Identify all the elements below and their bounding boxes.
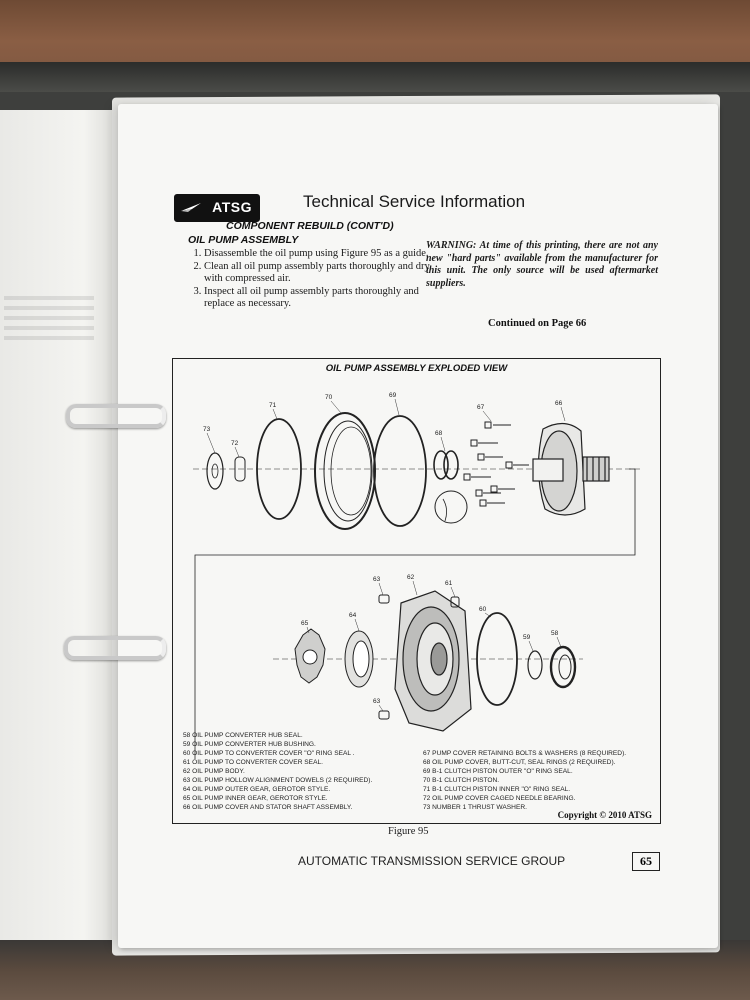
page-title: Technical Service Information (303, 192, 526, 211)
footer-organization: AUTOMATIC TRANSMISSION SERVICE GROUP (298, 854, 566, 868)
part-71-inner-o-ring (256, 418, 302, 520)
part-63-dowel (378, 594, 390, 604)
callout-71: 71 (269, 402, 277, 409)
procedure-step: Disassemble the oil pump using Figure 95… (204, 248, 434, 261)
callout-68: 68 (435, 430, 443, 437)
part-70-clutch-piston (314, 412, 376, 530)
part-58-hub-seal (549, 645, 577, 689)
procedure-steps: Disassemble the oil pump using Figure 95… (188, 248, 434, 311)
page-number: 65 (632, 852, 660, 871)
parts-list-item: 59 OIL PUMP CONVERTER HUB BUSHING. (183, 741, 316, 748)
warning-note: WARNING: At time of this printing, there… (426, 240, 658, 289)
figure-box: OIL PUMP ASSEMBLY EXPLODED VIEW (172, 358, 661, 824)
callout-61: 61 (445, 580, 453, 587)
callout-63: 63 (373, 576, 381, 583)
parts-list-item: 70 B-1 CLUTCH PISTON. (423, 777, 500, 784)
part-68-seal-rings (433, 450, 449, 480)
continued-note: Continued on Page 66 (488, 318, 587, 329)
binder-rim (0, 62, 750, 92)
callout-65: 65 (301, 620, 309, 627)
parts-list-item: 66 OIL PUMP COVER AND STATOR SHAFT ASSEM… (183, 804, 353, 811)
binder-ring-lower (64, 636, 166, 660)
parts-list-left: 58 OIL PUMP CONVERTER HUB SEAL. 59 OIL P… (183, 731, 372, 812)
section-subheading: OIL PUMP ASSEMBLY (188, 234, 299, 246)
parts-list-item: 58 OIL PUMP CONVERTER HUB SEAL. (183, 732, 303, 739)
binder-ring-upper (66, 404, 166, 428)
part-72-needle-bearing (234, 456, 246, 482)
callout-64: 64 (349, 612, 357, 619)
parts-list-item: 73 NUMBER 1 THRUST WASHER. (423, 804, 527, 811)
copyright-notice: Copyright © 2010 ATSG (557, 810, 652, 820)
part-69-outer-o-ring (373, 415, 427, 527)
manual-page: ATSG Technical Service Information COMPO… (118, 104, 718, 948)
exploded-view-diagram: 73 72 71 70 69 68 67 66 65 64 63 62 61 6… (193, 392, 643, 759)
parts-list-item: 67 PUMP COVER RETAINING BOLTS & WASHERS … (423, 750, 627, 757)
parts-list-item: 64 OIL PUMP OUTER GEAR, GEROTOR STYLE. (183, 786, 331, 793)
parts-list-item: 71 B-1 CLUTCH PISTON INNER "O" RING SEAL… (423, 786, 571, 793)
part-60-o-ring (476, 612, 518, 706)
parts-list-item: 72 OIL PUMP COVER CAGED NEEDLE BEARING. (423, 795, 576, 802)
atsg-logo-text: ATSG (212, 199, 252, 215)
callout-73: 73 (203, 426, 211, 433)
part-63-dowel (378, 710, 390, 720)
parts-list-item: 69 B-1 CLUTCH PISTON OUTER "O" RING SEAL… (423, 768, 573, 775)
part-73-thrust-washer (206, 452, 224, 490)
parts-list-item: 60 OIL PUMP TO CONVERTER COVER "O" RING … (183, 750, 355, 757)
callout-60: 60 (479, 606, 487, 613)
part-64-outer-gear (344, 630, 374, 688)
callout-72: 72 (231, 440, 239, 447)
atsg-logo-mark-icon (181, 203, 201, 212)
callout-67: 67 (477, 404, 485, 411)
figure-title: OIL PUMP ASSEMBLY EXPLODED VIEW (325, 363, 508, 374)
procedure-step: Clean all oil pump assembly parts thorou… (204, 261, 434, 286)
parts-list-item: 61 OIL PUMP TO CONVERTER COVER SEAL. (183, 759, 323, 766)
connector-line (194, 468, 636, 759)
parts-list-right: 67 PUMP COVER RETAINING BOLTS & WASHERS … (423, 749, 626, 812)
part-65-inner-gear (294, 628, 326, 684)
figure-caption: Figure 95 (388, 826, 429, 837)
section-heading: COMPONENT REBUILD (CONT'D) (226, 220, 394, 232)
part-67-bolts (463, 421, 529, 507)
left-page-bleed-through (4, 290, 94, 350)
parts-list-item: 62 OIL PUMP BODY. (183, 768, 245, 775)
left-page (0, 110, 120, 940)
callout-69: 69 (389, 392, 397, 399)
part-66-pump-cover (532, 422, 610, 516)
callout-63-lower: 63 (373, 698, 381, 705)
procedure-step: Inspect all oil pump assembly parts thor… (204, 286, 434, 311)
callout-70: 70 (325, 394, 333, 401)
callout-58: 58 (551, 630, 559, 637)
callout-62: 62 (407, 574, 415, 581)
part-62-pump-body (394, 590, 472, 732)
atsg-logo: ATSG (174, 194, 260, 222)
callout-66: 66 (555, 400, 563, 407)
parts-list-item: 68 OIL PUMP COVER, BUTT-CUT, SEAL RINGS … (423, 759, 616, 766)
parts-list-item: 65 OIL PUMP INNER GEAR, GEROTOR STYLE. (183, 795, 328, 802)
part-59-bushing (527, 650, 543, 680)
parts-list-item: 63 OIL PUMP HOLLOW ALIGNMENT DOWELS (2 R… (183, 777, 373, 784)
callout-59: 59 (523, 634, 531, 641)
